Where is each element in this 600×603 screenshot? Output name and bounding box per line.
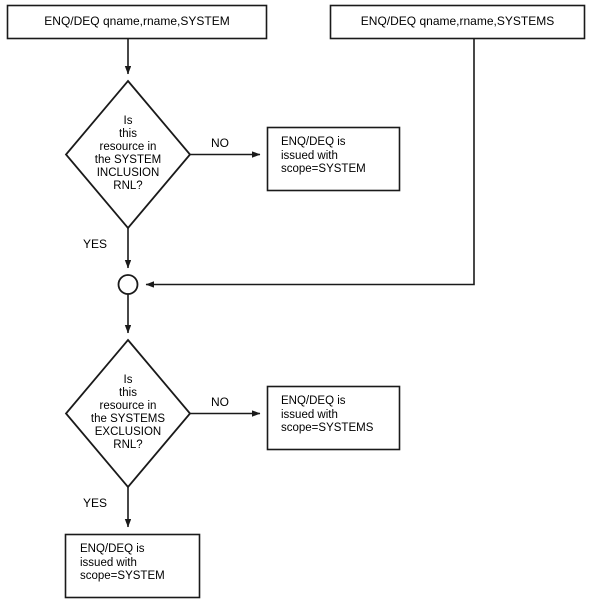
node-decision-inclusion-shape [64, 79, 192, 230]
node-decision-exclusion-shape [64, 338, 192, 489]
node-result-scope-system-yes-shape [64, 533, 201, 599]
edge-label-inclusion-no: NO [211, 136, 229, 150]
node-merge-point-shape [117, 274, 139, 295]
edge-start-systems-to-merge [145, 38, 475, 288]
edge-label-exclusion-yes: YES [83, 496, 108, 510]
node-result-scope-system-no-shape [266, 126, 401, 192]
edge-label-inclusion-yes: YES [83, 237, 108, 251]
node-start-system-shape [6, 4, 268, 40]
edge-label-exclusion-no: NO [211, 395, 229, 409]
node-result-scope-systems-no-shape [266, 385, 401, 451]
node-start-systems-shape [329, 4, 586, 40]
